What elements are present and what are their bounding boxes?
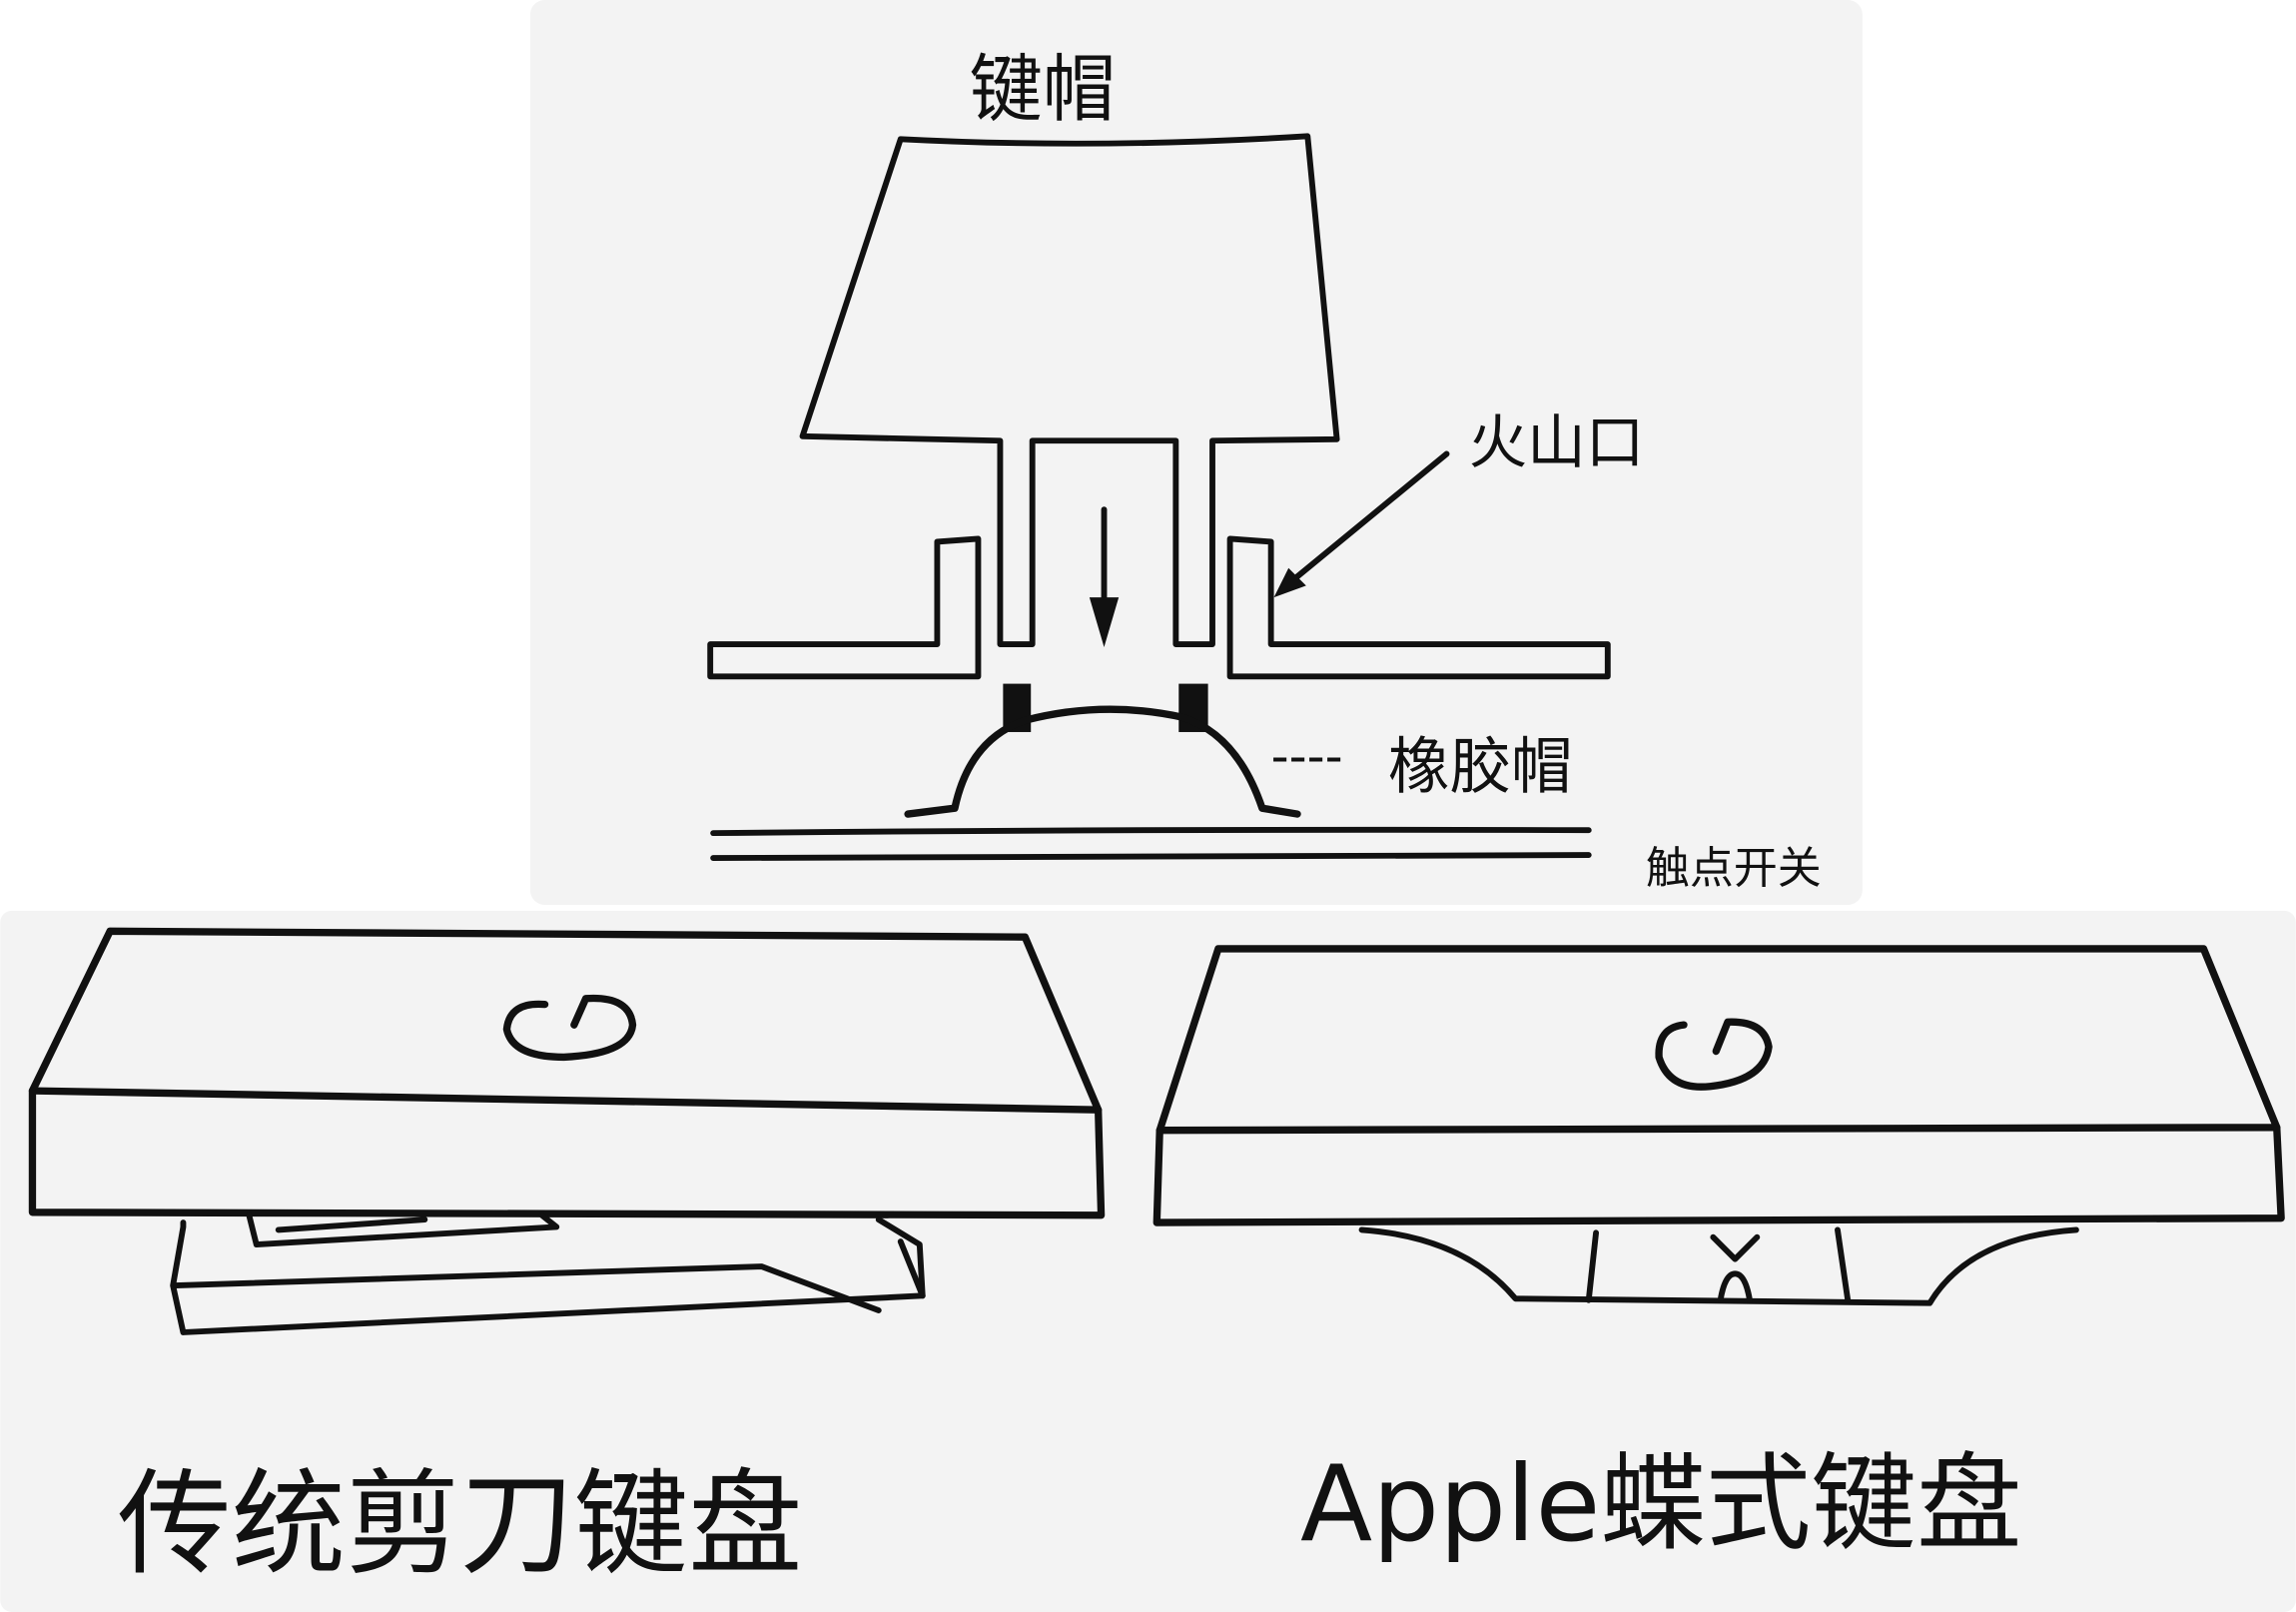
- scissor-keyboard-caption: 传统剪刀键盘: [117, 1458, 802, 1591]
- crater-label: 火山口: [1469, 408, 1645, 476]
- rubber-dome-leader: ----: [1271, 727, 1343, 785]
- contact-switch-label: 触点开关: [1646, 843, 1822, 894]
- scissor-key: [28, 927, 1106, 1335]
- crater-pointer-arrow-icon: [1273, 450, 1450, 598]
- crater: [707, 535, 1611, 680]
- top-panel: [529, 0, 1863, 905]
- power-logo-icon: [1655, 1018, 1773, 1091]
- rubber-dome: [904, 683, 1301, 818]
- butterfly-keyboard-caption: Apple蝶式键盘: [1300, 1442, 2022, 1565]
- power-logo-icon: [502, 994, 637, 1062]
- butterfly-key: [1152, 945, 2285, 1306]
- contact-switch: [710, 826, 1592, 861]
- rubber-dome-label: 橡胶帽: [1388, 731, 1573, 803]
- press-arrow-icon: [1089, 506, 1120, 647]
- keycap-label: 键帽: [970, 47, 1117, 132]
- keycap: [799, 133, 1340, 647]
